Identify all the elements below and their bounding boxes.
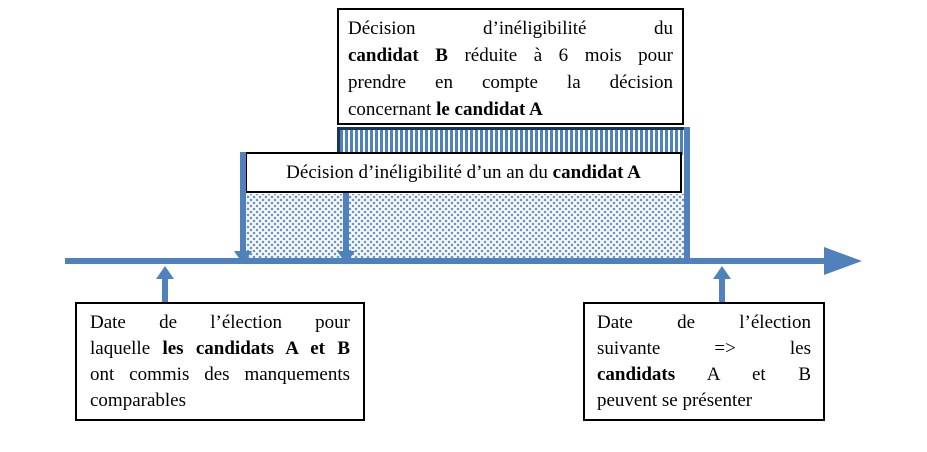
- text-line: peuvent se présenter: [597, 390, 753, 411]
- up-arrowhead-icon: [156, 266, 174, 279]
- down-arrow-candidate-a-decision: [233, 152, 253, 264]
- next-election-box: Date de l’élection suivante => les candida…: [583, 302, 825, 421]
- text-line: Date de l’élection pour: [90, 312, 350, 333]
- text-line: Date de l’élection: [597, 312, 811, 333]
- text-line: ont commis des manquements: [90, 364, 350, 385]
- arrow-shaft: [240, 152, 246, 253]
- text-line: suivante => les: [597, 338, 811, 359]
- first-election-box: Date de l’élection pour laquelle les cand…: [75, 302, 365, 421]
- timeline-axis: [65, 258, 827, 264]
- text-line: concernant le candidat A: [348, 99, 543, 120]
- candidate-a-decision-text: Décision d’inéligibilité d’un an du cand…: [286, 161, 641, 183]
- timeline-arrowhead-icon: [824, 247, 862, 275]
- text-line: prendre en compte la décision: [348, 72, 673, 93]
- arrow-shaft: [719, 277, 725, 302]
- text-line: candidat B réduite à 6 mois pour: [348, 45, 673, 66]
- ineligibility-period-end-edge: [684, 127, 690, 258]
- candidate-a-decision-box: Décision d’inéligibilité d’un an du cand…: [245, 152, 682, 193]
- down-arrow-candidate-b-decision: [336, 193, 356, 264]
- down-arrowhead-icon: [234, 251, 252, 264]
- text-line: candidats A et B: [597, 364, 811, 385]
- up-arrowhead-icon: [713, 266, 731, 279]
- one-year-ineligibility-bar: [245, 194, 684, 258]
- arrow-shaft: [162, 277, 168, 302]
- candidate-b-decision-box: Décision d’inéligibilité du candidat B ré…: [337, 8, 684, 125]
- up-arrow-next-election: [712, 266, 732, 302]
- text-line: laquelle les candidats A et B: [90, 338, 350, 359]
- down-arrowhead-icon: [337, 251, 355, 264]
- text-line: comparables: [90, 390, 187, 411]
- six-month-ineligibility-bar: [337, 127, 684, 155]
- up-arrow-first-election: [155, 266, 175, 302]
- arrow-shaft: [343, 193, 349, 253]
- text-line: Décision d’inéligibilité du: [348, 18, 673, 39]
